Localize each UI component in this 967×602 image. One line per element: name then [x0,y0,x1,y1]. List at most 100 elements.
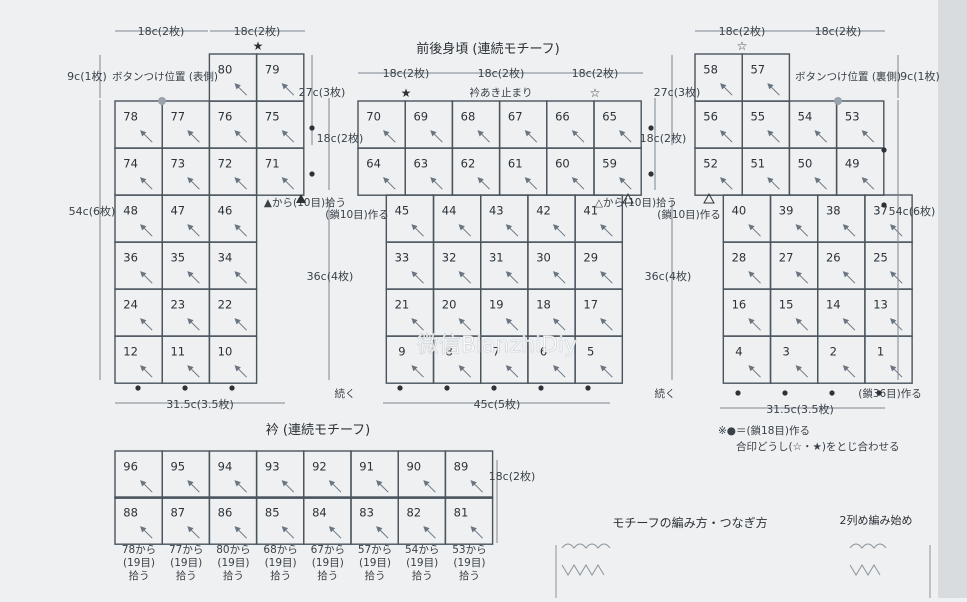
center-motif-number: 5 [587,345,594,359]
dim-left-top-b: 18c(2枚) [234,24,281,38]
direction-arrow-icon [234,83,247,96]
collar-motif-number: 82 [406,506,421,520]
center-motif-number: 18 [536,298,551,312]
direction-arrow-icon [842,271,856,284]
right-motif-number: 50 [798,157,813,171]
collar-pickup-label: 57から [358,544,392,556]
chain-dot-icon [538,385,544,391]
direction-arrow-icon [187,480,200,493]
center-motif-number: 60 [555,157,570,171]
direction-arrow-icon [748,271,761,284]
left-motif-number: 74 [123,157,138,171]
chain-dot-icon [876,390,882,396]
center-motif-number: 9 [398,345,405,359]
center-motif-number: 45 [395,204,410,218]
note-button-back: ボタンつけ位置 (裏側) [795,70,901,83]
dim-right-top-b: 18c(2枚) [815,24,862,38]
dim-right-top-a: 18c(2枚) [719,24,766,38]
chain-dot-icon [881,202,887,208]
direction-arrow-icon [795,271,809,284]
left-motif-cell [208,335,258,384]
direction-arrow-icon [140,526,153,539]
direction-arrow-icon [328,526,342,539]
direction-arrow-icon [411,224,424,237]
direction-arrow-icon [423,480,436,493]
direction-arrow-icon [187,365,200,378]
center-motif-number: 19 [489,298,504,312]
left-motif-number: 80 [218,63,233,77]
direction-arrow-icon [505,365,519,378]
star-outline-right: ☆ [737,39,748,53]
direction-arrow-icon [505,271,519,284]
collar-pickup-label: (19目) [406,557,438,569]
direction-arrow-icon [140,177,153,190]
right-motif-number: 51 [750,157,765,171]
direction-arrow-icon [842,365,856,378]
direction-arrow-icon [619,177,632,190]
center-motif-number: 6 [540,345,547,359]
direction-arrow-icon [748,318,761,331]
direction-arrow-icon [281,83,295,96]
note-legend-1: ※●＝(鎖18目)作る [718,424,810,437]
direction-arrow-icon [234,480,247,493]
collar-pickups: 78から(19目)拾う77から(19目)拾う80から(19目)拾う68から(19… [122,544,487,582]
collar-motif-number: 90 [406,460,421,474]
direction-arrow-icon [458,318,472,331]
chain-dot-icon [491,385,497,391]
chain-dot-icon [735,390,741,396]
start-label: 2列め編み始め [840,513,913,527]
direction-arrow-icon [281,480,295,493]
left-motif-number: 75 [265,110,280,124]
collar-pickup-label: 67から [311,544,345,556]
direction-arrow-icon [140,224,153,237]
dim-left-18c-v: 18c(2枚) [317,131,364,145]
right-motif-number: 49 [845,157,860,171]
direction-arrow-icon [552,318,566,331]
right-motif-number: 58 [703,63,718,77]
collar-title: 衿 (連続モチーフ) [266,423,371,438]
center-motif-cell [574,335,624,384]
collar-pickup-label: (19目) [453,557,485,569]
note-chain-right: (鎖10目)作る [657,208,721,221]
chain-dot-icon [182,385,188,391]
collar-motif-number: 81 [454,506,469,520]
direction-arrow-icon [767,177,780,190]
note-pickup-right: △から(10目)拾う [595,196,677,209]
direction-arrow-icon [234,271,247,284]
direction-arrow-icon [423,526,436,539]
right-motif-number: 57 [750,63,765,77]
triangle-outline-icon-2 [703,192,715,204]
collar-pickup-label: 拾う [176,569,197,582]
chain-dot-icon [444,385,450,391]
direction-arrow-icon [234,224,247,237]
collar-pickup-label: (19目) [265,557,297,569]
center-motif-number: 65 [602,110,617,124]
right-motif-number: 13 [873,298,888,312]
body-title: 前後身頃 (連続モチーフ) [416,41,560,57]
center-motif-number: 61 [508,157,523,171]
right-motif-number: 3 [782,345,789,359]
direction-arrow-icon [140,480,153,493]
left-motif-number: 77 [170,110,185,124]
stitch-diagram [555,543,931,598]
chain-dot-icon [648,171,654,177]
chain-dot-icon [135,385,141,391]
center-motif-number: 69 [413,110,428,124]
left-motif-number: 11 [170,345,185,359]
collar-motif-number: 96 [123,460,138,474]
right-motif-number: 16 [732,298,747,312]
dim-left-27c: 27c(3枚) [299,85,346,99]
dim-right-9c: 9c(1枚) [900,69,940,83]
chain-dot-icon [829,390,835,396]
note-cont-left: 続く [335,387,356,400]
dim-left-top-a: 18c(2枚) [138,24,185,38]
button-marker-left [158,97,166,105]
direction-arrow-icon [411,365,424,378]
dim-left-bottom: 31.5c(3.5枚) [166,397,234,411]
collar-pickup-label: (19目) [123,557,155,569]
direction-arrow-icon [767,130,780,143]
right-motif-number: 54 [798,110,813,124]
center-motif-number: 63 [413,157,428,171]
center-motif-number: 31 [489,251,504,265]
